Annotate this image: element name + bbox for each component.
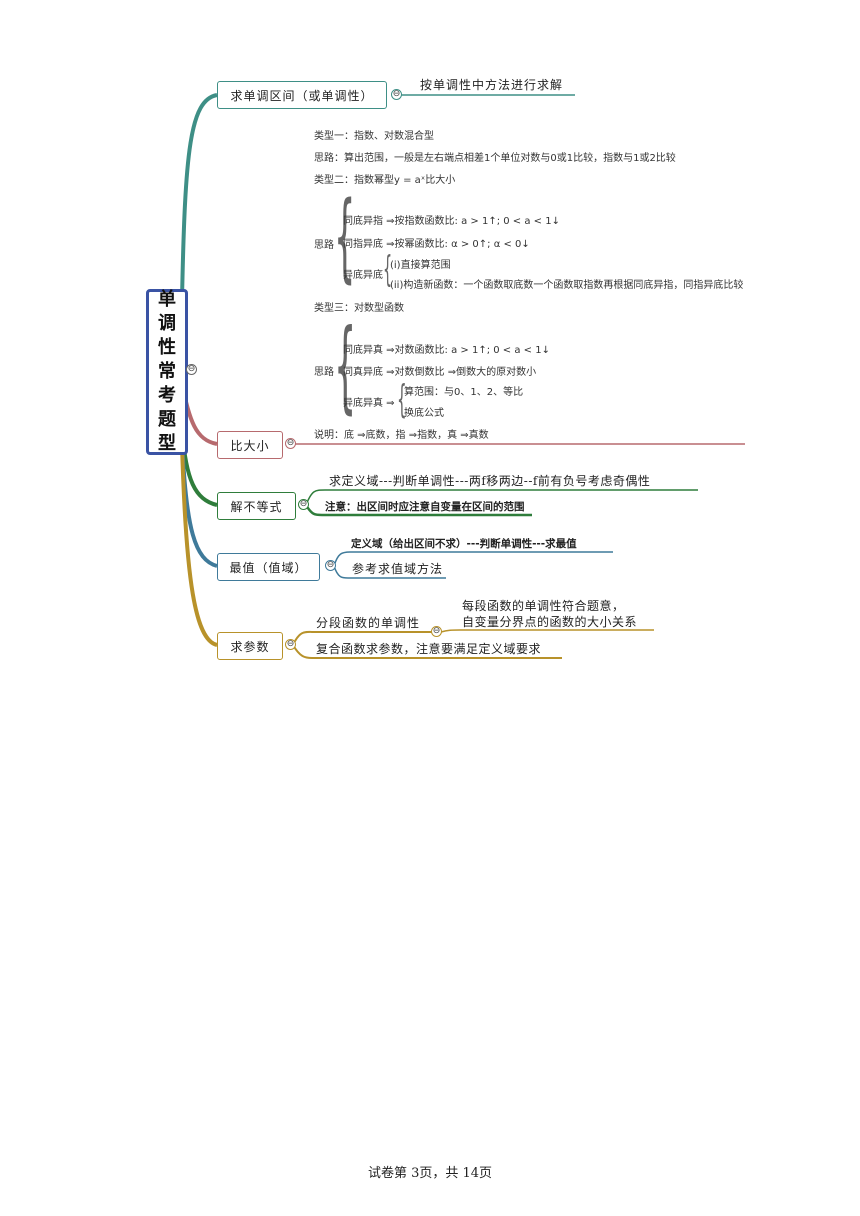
parameter-child2: 复合函数求参数，注意要满足定义域要求 (316, 642, 542, 656)
node-extremum[interactable]: 最值（值域） (217, 553, 320, 581)
type2-row2: 同指异底 ⇒按幂函数比: α > 0↑; α < 0↓ (343, 239, 530, 250)
interval-child: 按单调性中方法进行求解 (420, 78, 564, 92)
root-node[interactable]: 单 调 性 常 考 题 型 (146, 289, 188, 455)
parameter-child1-sub-a: 每段函数的单调性符合题意， (462, 599, 625, 613)
type3-row3-a: 算范围：与0、1、2、等比 (404, 387, 524, 398)
type3-row2: 同真异底 ⇒对数倒数比 ⇒倒数大的原对数小 (343, 367, 537, 378)
parameter-child1-collapse-icon[interactable]: ⊖ (431, 626, 442, 637)
compare-type1: 类型一：指数、对数混合型 (314, 131, 434, 142)
link-parameter (180, 444, 218, 647)
brace-type2-row3: { (383, 249, 393, 290)
type2-row3-b: (ii)构造新函数：一个函数取底数一个函数取指数再根据同底异指，同指异底比较 (390, 280, 744, 291)
brace-type3: { (334, 307, 357, 424)
parameter-child1-sub-b: 自变量分界点的函数的大小关系 (462, 615, 638, 629)
type2-row1: 同底异指 ⇒按指数函数比: a > 1↑; 0 < a < 1↓ (343, 216, 560, 227)
extremum-child1: 定义域（给出区间不求）---判断单调性---求最值 (351, 538, 577, 550)
root-char: 调 (158, 313, 176, 334)
link-interval (180, 93, 218, 301)
extremum-collapse-icon[interactable]: ⊖ (325, 560, 336, 571)
compare-type2-idea-label: 思路 (314, 240, 334, 251)
extremum-child2: 参考求值域方法 (352, 562, 444, 576)
compare-type3-idea-label: 思路 (314, 367, 334, 378)
compare-type3: 类型三：对数型函数 (314, 303, 404, 314)
type3-row1: 同底异真 ⇒对数函数比: a > 1↑; 0 < a < 1↓ (343, 345, 550, 356)
page-footer: 试卷第 3页，共 14页 (367, 1166, 493, 1181)
node-interval[interactable]: 求单调区间（或单调性） (217, 81, 387, 109)
link-parameter-child2 (292, 644, 562, 659)
root-char: 题 (158, 409, 176, 430)
root-char: 单 (158, 289, 176, 310)
node-parameter[interactable]: 求参数 (217, 632, 283, 660)
type2-row3-a: (i)直接算范围 (390, 260, 451, 271)
node-inequality[interactable]: 解不等式 (217, 492, 296, 520)
type2-row3-label: 异底异底 (343, 270, 383, 281)
inequality-child1: 求定义域---判断单调性---两f移两边--f前有负号考虑奇偶性 (329, 474, 651, 488)
compare-type1-idea: 思路：算出范围，一般是左右端点相差1个单位对数与0或1比较，指数与1或2比较 (314, 153, 676, 164)
root-char: 性 (158, 337, 176, 358)
parameter-child1: 分段函数的单调性 (316, 616, 421, 630)
root-char: 型 (158, 433, 176, 454)
compare-type2: 类型二：指数幂型y = aˣ比大小 (314, 175, 456, 186)
inequality-collapse-icon[interactable]: ⊖ (298, 499, 309, 510)
root-char: 考 (158, 385, 176, 406)
compare-note: 说明：底 ⇒底数，指 ⇒指数，真 ⇒真数 (314, 430, 489, 441)
root-collapse-icon[interactable]: ⊖ (186, 364, 197, 375)
type3-row3-label: 异底异真 ⇒ (343, 398, 395, 409)
compare-collapse-icon[interactable]: ⊖ (285, 438, 296, 449)
root-char: 常 (158, 361, 176, 382)
node-compare[interactable]: 比大小 (217, 431, 283, 459)
brace-type3-row3: { (397, 377, 407, 421)
type3-row3-b: 换底公式 (404, 408, 444, 419)
parameter-collapse-icon[interactable]: ⊖ (285, 639, 296, 650)
inequality-child2: 注意：出区间时应注意自变量在区间的范围 (325, 501, 525, 513)
interval-collapse-icon[interactable]: ⊖ (391, 89, 402, 100)
link-parameter-sub (440, 629, 654, 633)
link-extremum-child2 (333, 565, 446, 579)
brace-type2: { (334, 181, 356, 293)
